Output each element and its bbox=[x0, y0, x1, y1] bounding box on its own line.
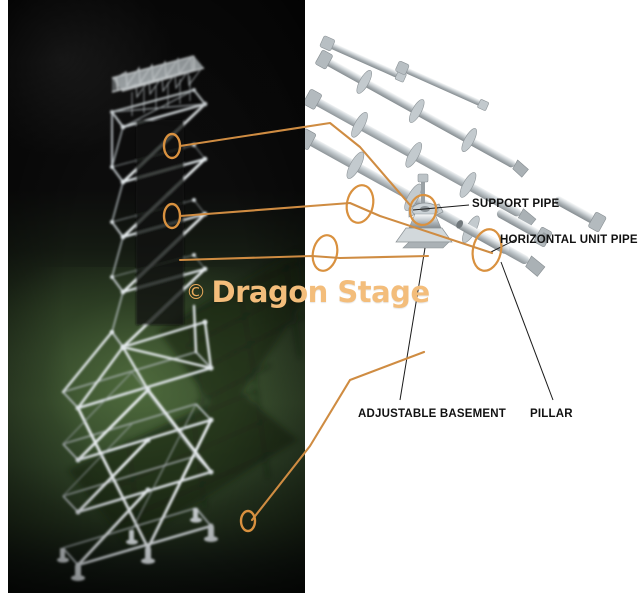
tower-upper-column bbox=[110, 55, 208, 350]
night-photo-panel bbox=[8, 0, 305, 593]
label-adjustable-basement: ADJUSTABLE BASEMENT bbox=[358, 408, 506, 420]
component-diagram-panel bbox=[305, 0, 640, 593]
label-horizontal-unit-pipe: HORIZONTAL UNIT PIPE bbox=[500, 234, 638, 246]
component-parts-illustration bbox=[305, 35, 607, 401]
support-pipe-part-2 bbox=[395, 60, 489, 111]
interior-equipment-silhouette bbox=[136, 120, 184, 325]
label-support-pipe: SUPPORT PIPE bbox=[472, 198, 560, 210]
scaffold-tower-illustration bbox=[57, 55, 305, 581]
label-pillar: PILLAR bbox=[530, 408, 573, 420]
tower-ground-shadow bbox=[68, 250, 305, 545]
highlight-support-pipe bbox=[345, 184, 375, 224]
highlight-pipe-collar bbox=[311, 234, 339, 272]
horizontal-unit-pipe-part-1 bbox=[315, 50, 529, 178]
